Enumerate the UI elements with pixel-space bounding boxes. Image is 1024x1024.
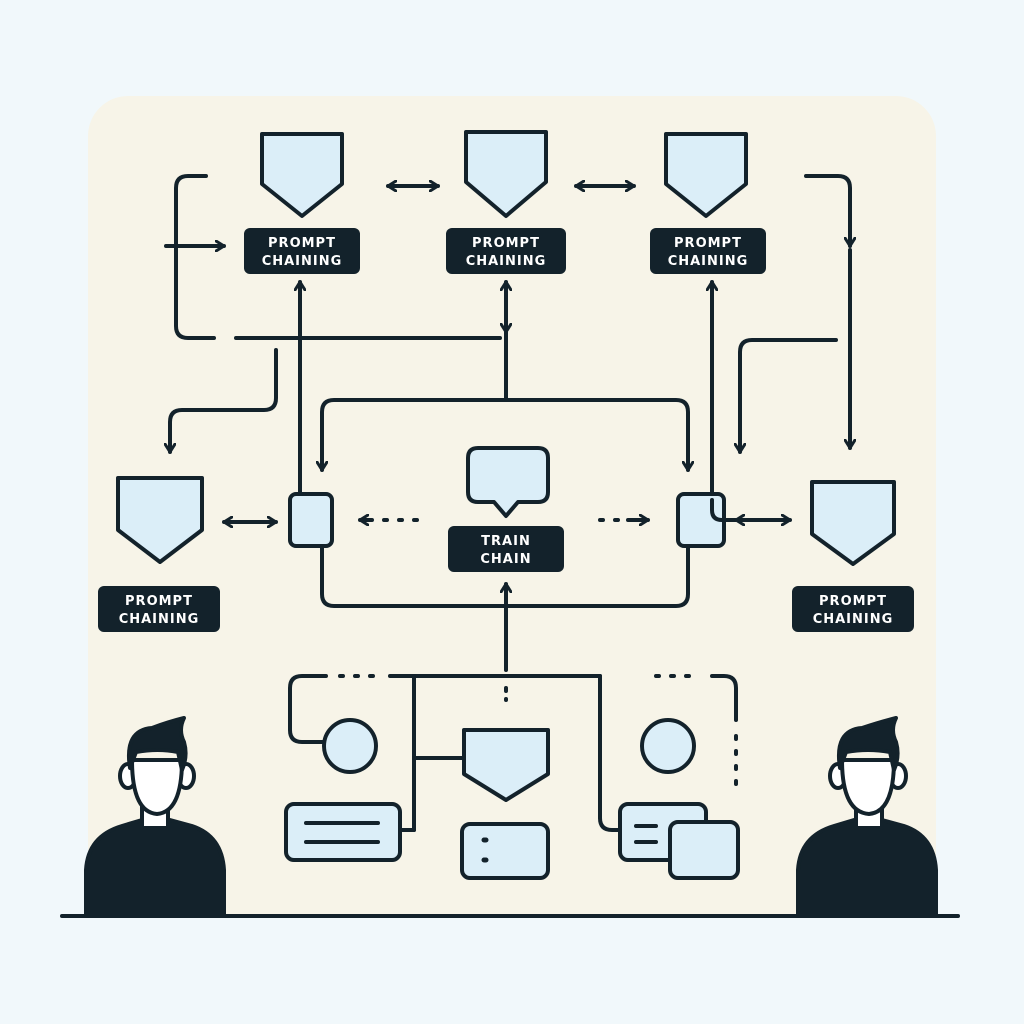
card-icon	[460, 822, 550, 880]
circle-node-icon	[640, 718, 696, 774]
connector-line	[710, 498, 738, 522]
connector-line	[710, 674, 738, 722]
connector-square	[288, 492, 334, 548]
connector-line	[170, 348, 278, 454]
label-center: TRAIN CHAIN	[448, 526, 564, 572]
shield-icon	[464, 130, 548, 218]
circle-node-icon	[322, 718, 378, 774]
label-mid-right: PROMPT CHAINING	[792, 586, 914, 632]
label-line1: PROMPT	[819, 594, 887, 609]
label-top-right: PROMPT CHAINING	[650, 228, 766, 274]
shield-icon	[116, 476, 204, 564]
connector-line	[598, 816, 622, 832]
speech-bubble-icon	[466, 446, 550, 518]
shield-icon	[810, 480, 896, 566]
connector-line	[740, 338, 838, 454]
connector-line	[322, 398, 688, 472]
shield-icon	[260, 132, 344, 218]
label-line2: CHAINING	[466, 254, 547, 269]
label-line1: PROMPT	[674, 236, 742, 251]
label-line2: CHAINING	[813, 612, 894, 627]
label-line1: PROMPT	[125, 594, 193, 609]
message-card-icon	[668, 820, 740, 880]
label-line1: PROMPT	[472, 236, 540, 251]
label-line2: CHAINING	[668, 254, 749, 269]
label-line1: PROMPT	[268, 236, 336, 251]
label-line2: CHAINING	[119, 612, 200, 627]
shield-icon	[664, 132, 748, 218]
list-card-icon	[284, 802, 402, 862]
label-line2: CHAINING	[262, 254, 343, 269]
label-top-left: PROMPT CHAINING	[244, 228, 360, 274]
label-line1: TRAIN	[481, 534, 531, 549]
person-icon	[796, 716, 938, 916]
connector-line	[288, 674, 328, 744]
tag-icon	[462, 728, 550, 802]
label-mid-left: PROMPT CHAINING	[98, 586, 220, 632]
label-line2: CHAIN	[480, 552, 531, 567]
connector-line	[174, 174, 216, 340]
person-icon	[84, 716, 226, 916]
connector-line	[804, 174, 850, 248]
label-top-center: PROMPT CHAINING	[446, 228, 566, 274]
